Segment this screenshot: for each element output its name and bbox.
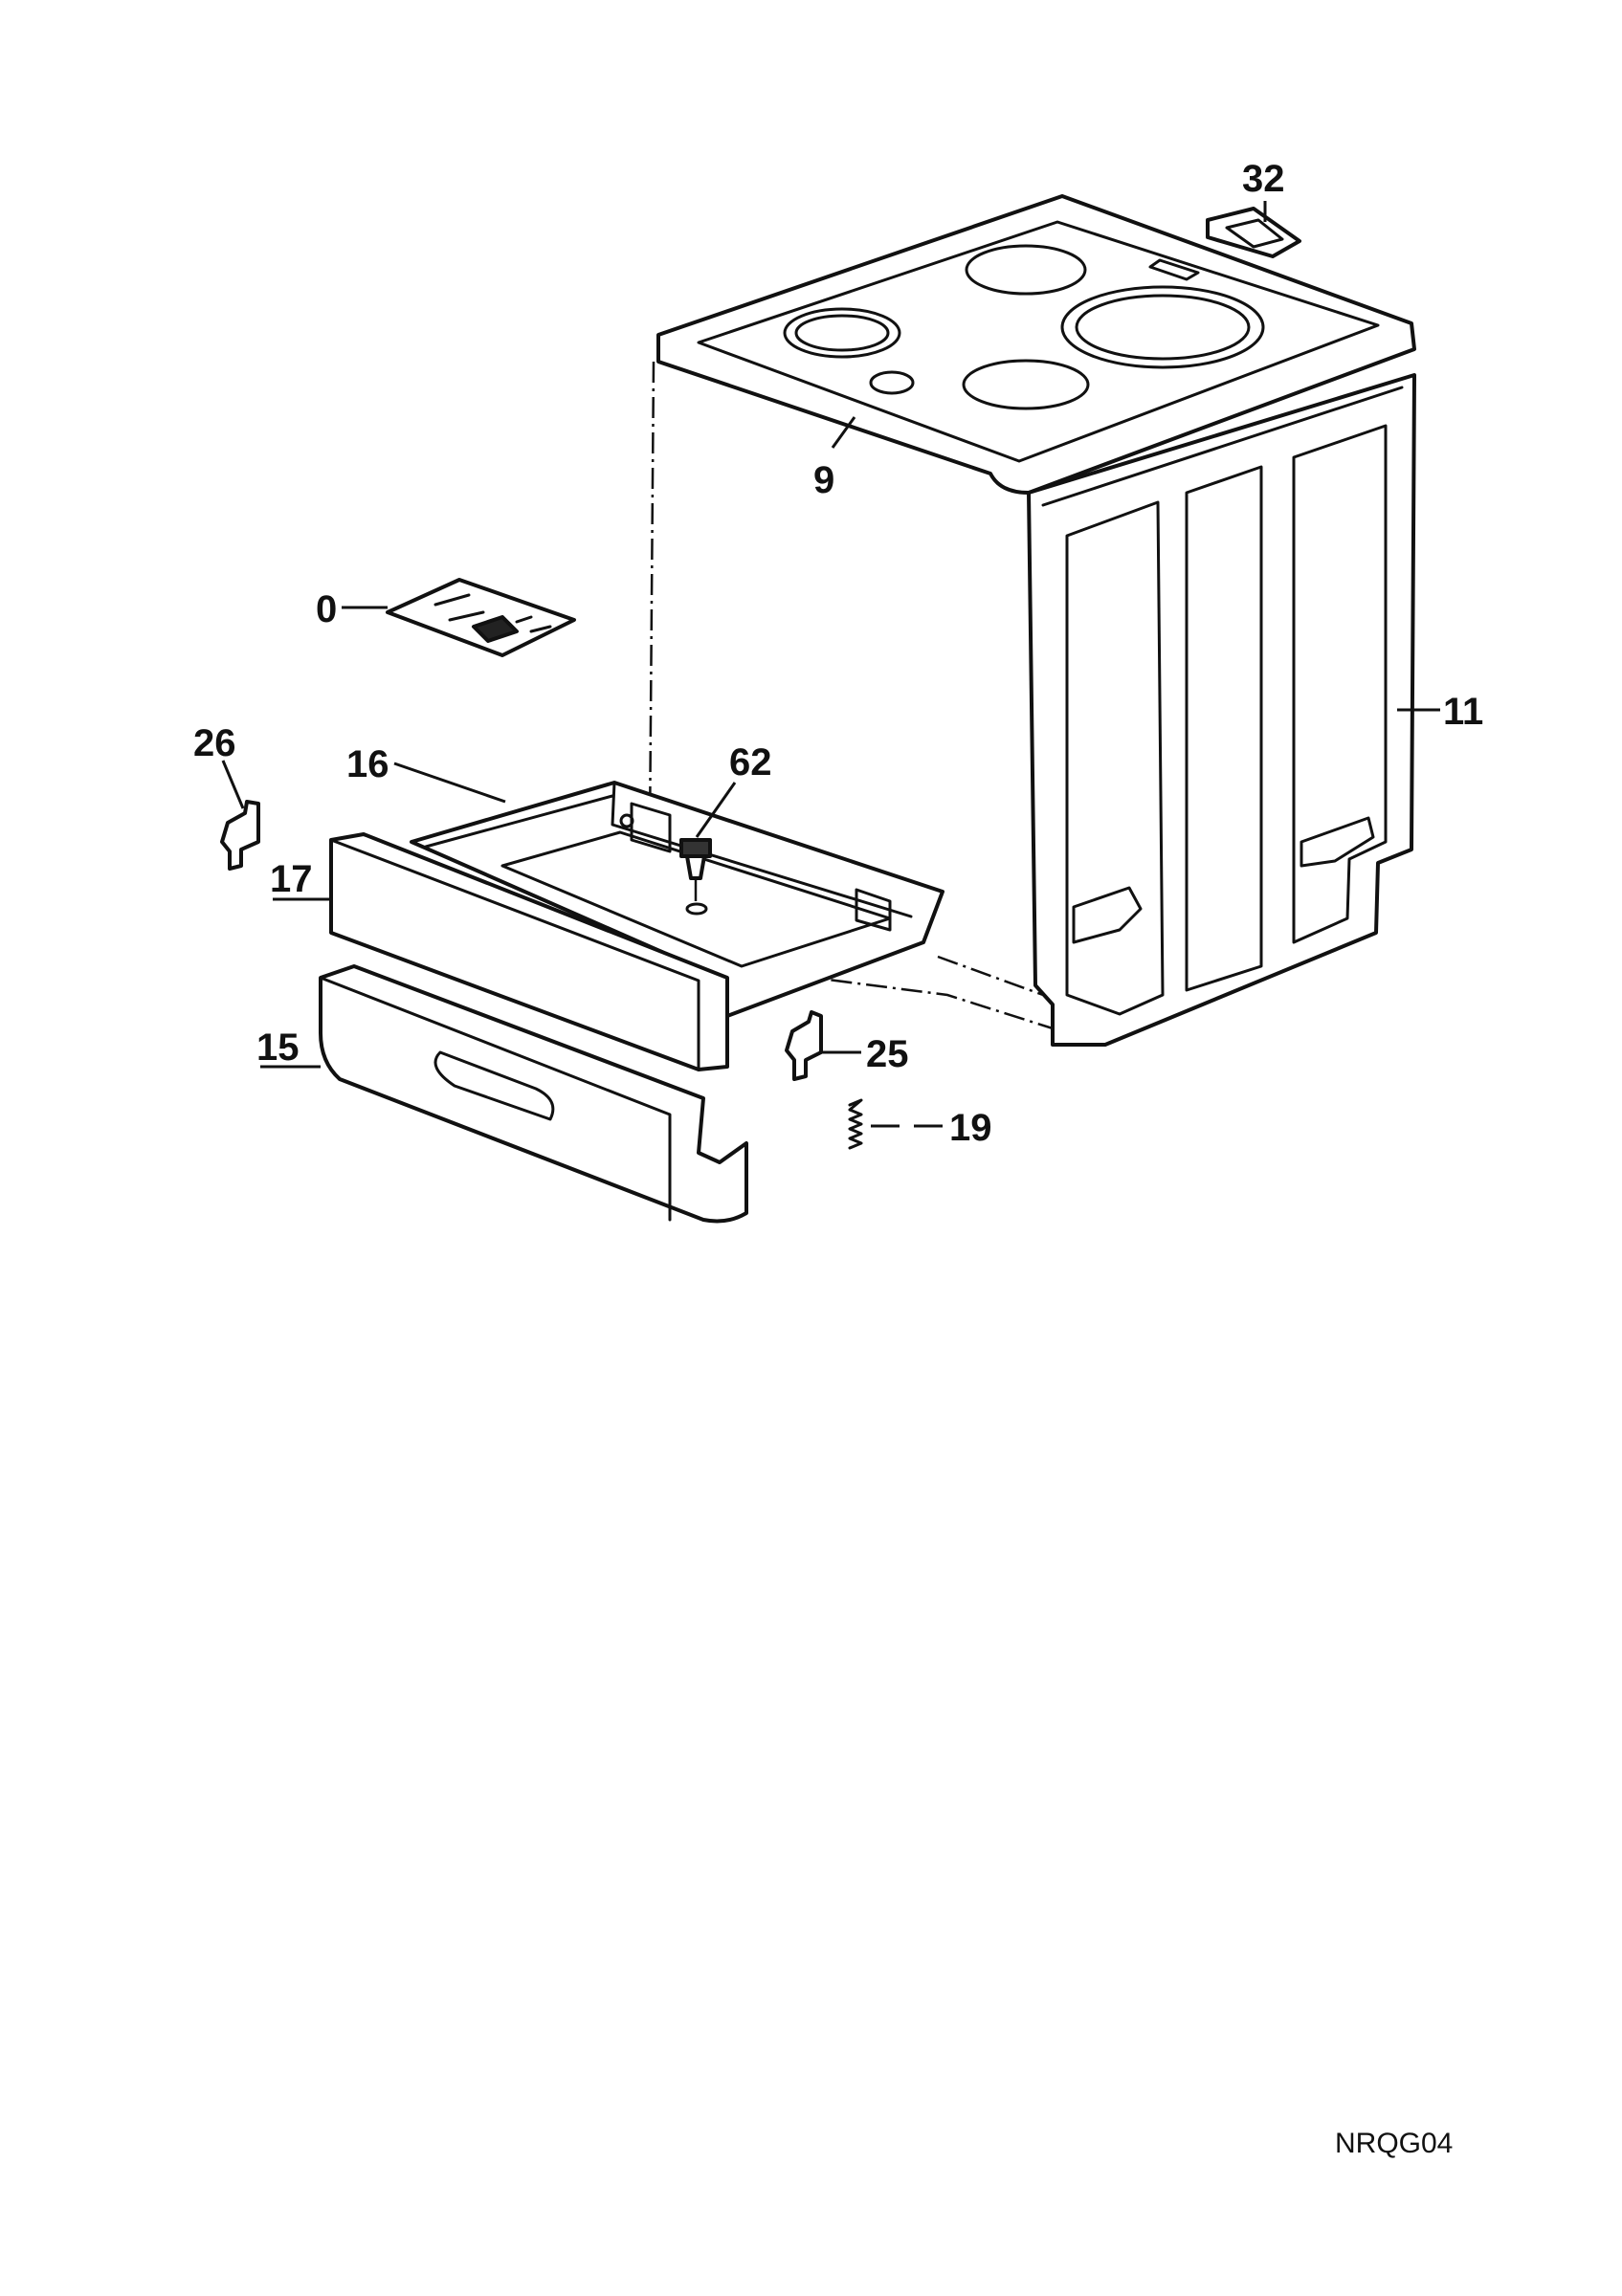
cooker-body (647, 194, 1416, 1047)
side-recess-middle (1185, 465, 1263, 992)
callout-0: 0 (316, 588, 337, 630)
panel-body (319, 964, 748, 1224)
part-19-spring[interactable] (848, 1098, 863, 1150)
hob-glass-border (697, 220, 1380, 463)
burner-front-left-inner (794, 314, 890, 352)
tray-screw-hole (685, 902, 708, 916)
tray-bracket-left (630, 802, 672, 853)
part-26-bracket[interactable] (220, 800, 260, 871)
hob-indicator (869, 370, 915, 395)
callout-19: 19 (949, 1107, 992, 1149)
side-recess-right (1292, 424, 1388, 944)
callout-16: 16 (346, 743, 389, 785)
part-62-screw[interactable] (679, 838, 712, 904)
leader-26 (221, 760, 245, 809)
booklet-picture (472, 615, 519, 643)
leader-lines (221, 201, 1440, 1128)
callout-62: 62 (729, 741, 772, 784)
panel-handle-slot (433, 1050, 555, 1121)
panel-front-edge (319, 976, 672, 1222)
leader-62 (695, 782, 737, 838)
callout-26: 26 (193, 722, 236, 764)
booklet-print (433, 593, 552, 633)
side-panel[interactable] (1027, 373, 1416, 1047)
side-recess-right-tab (1300, 816, 1375, 868)
burner-rear-left (965, 244, 1087, 296)
cooker-body-hidden-bottom (937, 955, 1044, 997)
spring-coil (848, 1098, 863, 1150)
burner-front-left (783, 307, 901, 359)
burner-front-right (962, 359, 1090, 410)
drawer-front-edge (329, 838, 700, 1071)
clip-body (1206, 207, 1301, 258)
burner-rear-right (1060, 285, 1265, 369)
callout-32: 32 (1242, 158, 1285, 200)
side-recess-left (1065, 500, 1165, 1016)
screw-shank (685, 854, 706, 880)
hob-slot (1148, 258, 1200, 281)
tray-bracket-right (855, 888, 892, 932)
bracket-25-body (785, 1010, 823, 1081)
screw-head (679, 838, 712, 858)
tray-hole (619, 813, 634, 828)
part-0-instruction-booklet[interactable] (386, 578, 576, 657)
drawer-front-face (329, 832, 729, 1071)
callout-9: 9 (813, 459, 834, 501)
clip-slot (1225, 218, 1284, 249)
part-32-clip[interactable] (1206, 207, 1301, 258)
tray-rim-left (424, 794, 614, 849)
side-panel-inner-border (1041, 386, 1404, 507)
part-15-drawer-handle-panel[interactable] (319, 964, 748, 1224)
part-25-bracket[interactable] (785, 1010, 823, 1081)
bracket-26-body (220, 800, 260, 871)
side-recess-left-tab (1072, 886, 1143, 944)
callout-15: 15 (256, 1027, 300, 1069)
leader-9 (831, 416, 856, 449)
callout-11: 11 (1443, 691, 1483, 733)
leader-16 (393, 762, 506, 804)
booklet-body (386, 578, 576, 657)
callout-17: 17 (270, 858, 313, 900)
callout-labels: 32 9 0 11 26 16 62 17 15 25 19 (193, 158, 1483, 1149)
diagram-reference-code: NRQG04 (1335, 2128, 1453, 2159)
part-17-drawer-front[interactable] (329, 832, 729, 1071)
burner-rear-right-inner (1075, 294, 1251, 361)
hob-top[interactable] (656, 194, 1416, 495)
callout-25: 25 (866, 1033, 909, 1075)
